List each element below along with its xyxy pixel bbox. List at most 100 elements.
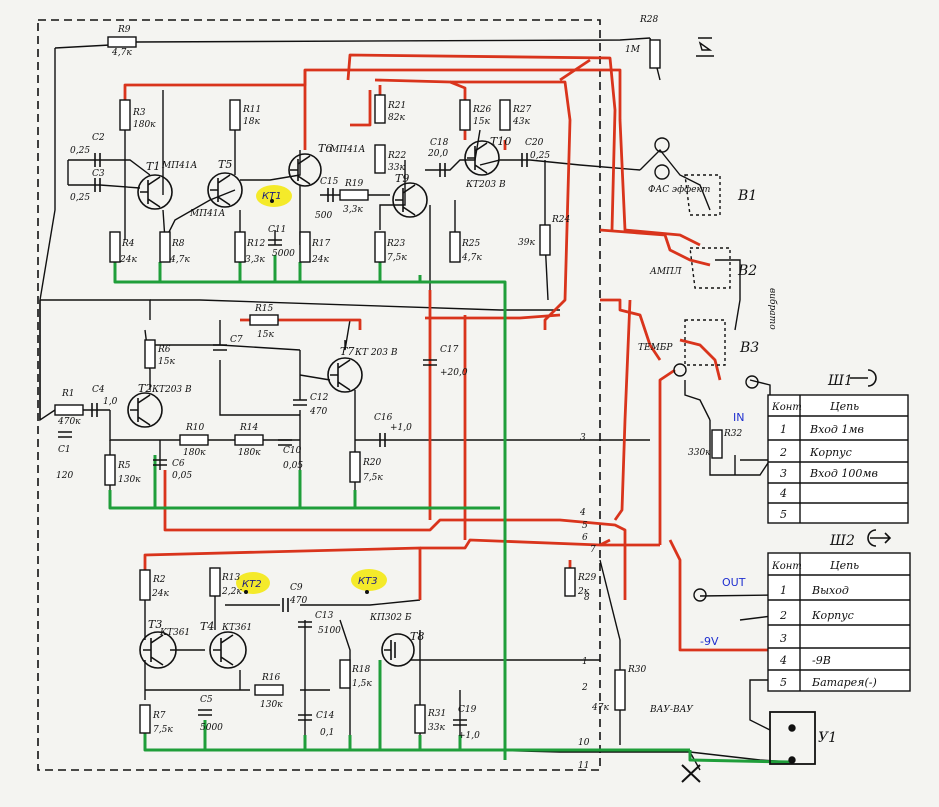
jack-in-icon: [850, 369, 877, 387]
capacitor-c6: [153, 459, 167, 466]
label-r19-val: 3,3к: [343, 205, 363, 215]
label-r26-val: 15к: [473, 117, 490, 127]
label-r20: R20: [362, 458, 382, 468]
label-c4: C4: [92, 385, 105, 395]
terminal-2: 2: [581, 683, 588, 693]
test-point-kt1: [256, 185, 292, 207]
label-c1: C1: [58, 445, 71, 455]
test-point-kt3: [351, 569, 387, 591]
capacitor-c5: [198, 709, 212, 716]
label-r11-val: 18к: [243, 117, 260, 127]
capacitor-c14: [298, 714, 312, 721]
capacitor-c3: [94, 178, 101, 192]
resistor-r21: [374, 94, 386, 124]
label-r32-val: 330к: [688, 448, 711, 458]
label-r6-upper-val: 15к: [158, 357, 175, 367]
label-c5: C5: [200, 695, 213, 705]
label-r31: R31: [427, 709, 446, 719]
label-kt1: КТ1: [262, 191, 282, 202]
resistor-r1: [54, 404, 84, 416]
label-r1-val: 470к: [57, 417, 81, 427]
label-b1: B1: [737, 188, 757, 204]
label-r21: R21: [387, 101, 406, 111]
label-r12-val: 3,3к: [245, 255, 265, 265]
label-r7-val: 7,5к: [153, 725, 173, 735]
label-c16-val: +1,0: [390, 423, 412, 433]
label-r2: R2: [152, 575, 166, 585]
capacitor-c15: [327, 188, 334, 202]
terminal-6: 6: [582, 533, 588, 543]
label-r8: R8: [171, 239, 185, 249]
label-t8-type: КП302 Б: [369, 613, 412, 623]
sh1-title: Ш1: [827, 373, 853, 389]
resistor-r14: [234, 434, 264, 446]
resistor-r2: [139, 569, 151, 601]
label-c19-val: +1,0: [458, 731, 480, 741]
label-u1: У1: [818, 730, 837, 746]
label-r5-val: 130к: [118, 475, 141, 485]
resistor-r9: [107, 36, 137, 48]
label-r3-val: 180к: [133, 120, 156, 130]
resistor-r7: [139, 704, 151, 734]
label-r7: R7: [152, 711, 166, 721]
label-t5: T5: [218, 158, 232, 171]
board-outline: [37, 19, 601, 771]
terminal-1: 1: [582, 657, 588, 667]
label-t8: T8: [410, 630, 424, 643]
label-c2-val: 0,25: [70, 146, 90, 156]
label-b2: B2: [737, 263, 757, 279]
resistor-r20: [349, 451, 361, 483]
label-r13-val: 2,2к: [221, 587, 242, 597]
capacitor-c10: [278, 439, 292, 446]
label-r4-val: 24к: [119, 255, 137, 265]
resistor-r23: [374, 231, 386, 263]
switches-group: [654, 137, 816, 783]
sh1-row1-signal: Вход 1мв: [809, 423, 864, 436]
label-r28: R28: [639, 15, 659, 25]
resistor-r22: [374, 144, 386, 174]
sh2-header-n: Конт: [771, 561, 802, 572]
label-r18: R18: [351, 665, 371, 675]
label-c19: C19: [458, 705, 477, 715]
label-r12: R12: [246, 239, 266, 249]
sh2-row2-n: 2: [779, 609, 787, 622]
sh2-header-signal: Цепь: [830, 559, 859, 572]
label-c11-val: 5000: [272, 249, 295, 259]
transistors-group: [127, 140, 500, 669]
label-vibrato: вибрато: [767, 288, 778, 330]
resistor-r8: [159, 231, 171, 263]
label-c4-val: 1,0: [103, 397, 118, 407]
label-r23: R23: [386, 239, 406, 249]
label-r19: R19: [344, 179, 364, 189]
transistor-t2: [127, 392, 163, 428]
capacitor-c2: [94, 153, 101, 167]
label-t10: T10: [490, 135, 511, 148]
label-r16-val: 130к: [260, 700, 283, 710]
label-r18-val: 1,5к: [352, 679, 372, 689]
label-c3-val: 0,25: [70, 193, 90, 203]
label-r25: R25: [461, 239, 481, 249]
transistor-t3: [139, 631, 177, 669]
terminal-5: 5: [582, 521, 588, 531]
resistor-r17: [299, 231, 311, 263]
label-t9: T9: [395, 172, 409, 185]
resistor-r12: [234, 231, 246, 263]
resistor-r30: [614, 669, 626, 711]
label-r30-val: 47к: [591, 703, 609, 713]
label-out: OUT: [722, 576, 746, 589]
resistor-r19: [339, 189, 369, 201]
resistor-r16: [254, 684, 284, 696]
label-r28-val: 1М: [625, 45, 641, 55]
label-c17-val: +20,0: [440, 368, 468, 378]
resistor-r6-upper: [144, 339, 156, 369]
label-r21-val: 82к: [388, 113, 405, 123]
label-c7: C7: [230, 335, 243, 345]
capacitor-c20: [521, 153, 528, 167]
sh2-row1-signal: Выход: [811, 584, 849, 597]
resistor-r13: [209, 567, 221, 597]
sh1-row4-n: 4: [779, 487, 787, 500]
label-r22-val: 33к: [388, 163, 405, 173]
black-wiring: [39, 37, 791, 771]
label-r25-val: 4,7к: [461, 253, 482, 263]
